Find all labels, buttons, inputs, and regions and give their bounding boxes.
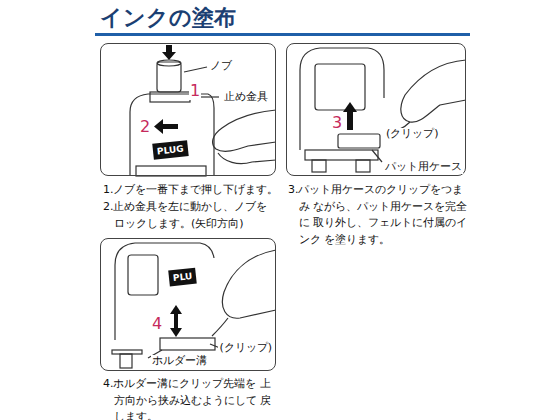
callout-number: 3 [331,114,343,132]
part-label: (クリップ) [218,342,273,355]
diagram-title: インクの塗布 [100,3,236,33]
step-description: 2.止め金具を左に動かし、ノブを ロックします。(矢印方向) [103,199,275,232]
step-3-arrow [170,305,182,337]
step-1-arrows [154,45,178,134]
step-description: 4.ホルダー溝にクリップ先端を 上方向から挟み込むようにして 戻します。 [103,376,275,420]
plate-label: PLUG [152,140,188,160]
step-panel: 1 ノブ止め金具 2PLUG [100,43,276,176]
step-description: 3.パット用ケースのクリップをつまみ ながら、パット用ケースを完全に 取り外し、… [288,182,470,248]
step-3-drawing [112,243,276,368]
part-label: ノブ [209,60,233,73]
part-label: パット用ケース [384,161,463,174]
part-label: (クリップ) [385,128,440,141]
step-2-arrow [343,102,357,130]
part-label: ホルダー溝 [151,355,208,368]
plate-label: PLU [168,268,197,287]
part-label: 止め金具 [223,91,269,104]
step-panel: PLU 4 (クリップ) ホルダー溝 [100,238,276,371]
step-description: 1.ノブを一番下まで押し下げます。 [103,182,285,199]
callout-number: 4 [151,315,163,333]
title-rule [95,33,470,36]
step-2-drawing [300,48,466,172]
step-panel: 3 (クリップ) パット用ケース [286,43,466,176]
callout-number: 2 [139,118,151,136]
callout-number: 1 [189,82,201,100]
step-1-drawing [130,60,276,176]
